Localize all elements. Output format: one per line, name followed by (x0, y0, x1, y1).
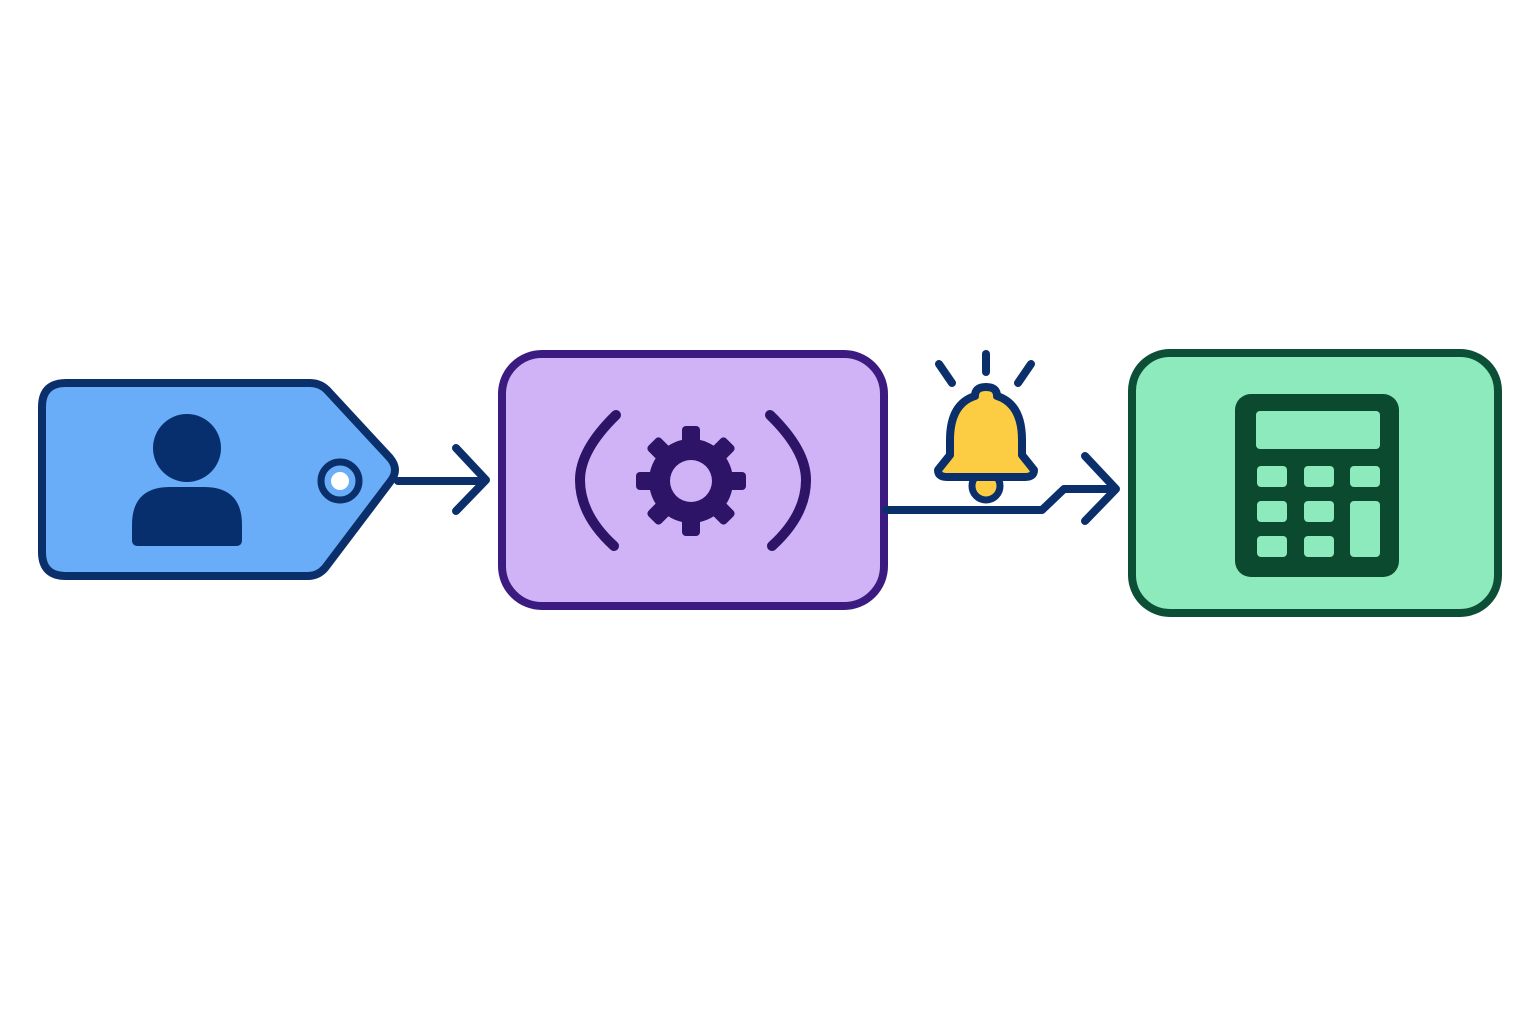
bell-ring-lines (935, 350, 1035, 387)
edge-processing-to-calculator (882, 452, 1120, 525)
arrowhead-icon (452, 444, 490, 515)
processing-node[interactable] (498, 350, 888, 610)
edge-tag-to-processing (394, 444, 490, 515)
gear-icon (636, 426, 746, 536)
broadcast-right-icon (765, 410, 812, 551)
arrowhead-icon (1081, 452, 1120, 525)
user-tag-node[interactable] (38, 379, 399, 580)
calculator-node[interactable] (1128, 349, 1502, 617)
calculator-keys (1257, 466, 1380, 557)
bell-body (934, 383, 1038, 481)
user-tag-shape (38, 379, 399, 580)
user-icon (132, 414, 242, 546)
broadcast-left-icon (574, 410, 621, 551)
calculator-icon (1235, 394, 1399, 577)
edge-line (882, 485, 1118, 514)
bell-icon[interactable] (934, 350, 1038, 504)
tag-hole-center (331, 472, 349, 490)
calculator-display (1256, 411, 1380, 449)
